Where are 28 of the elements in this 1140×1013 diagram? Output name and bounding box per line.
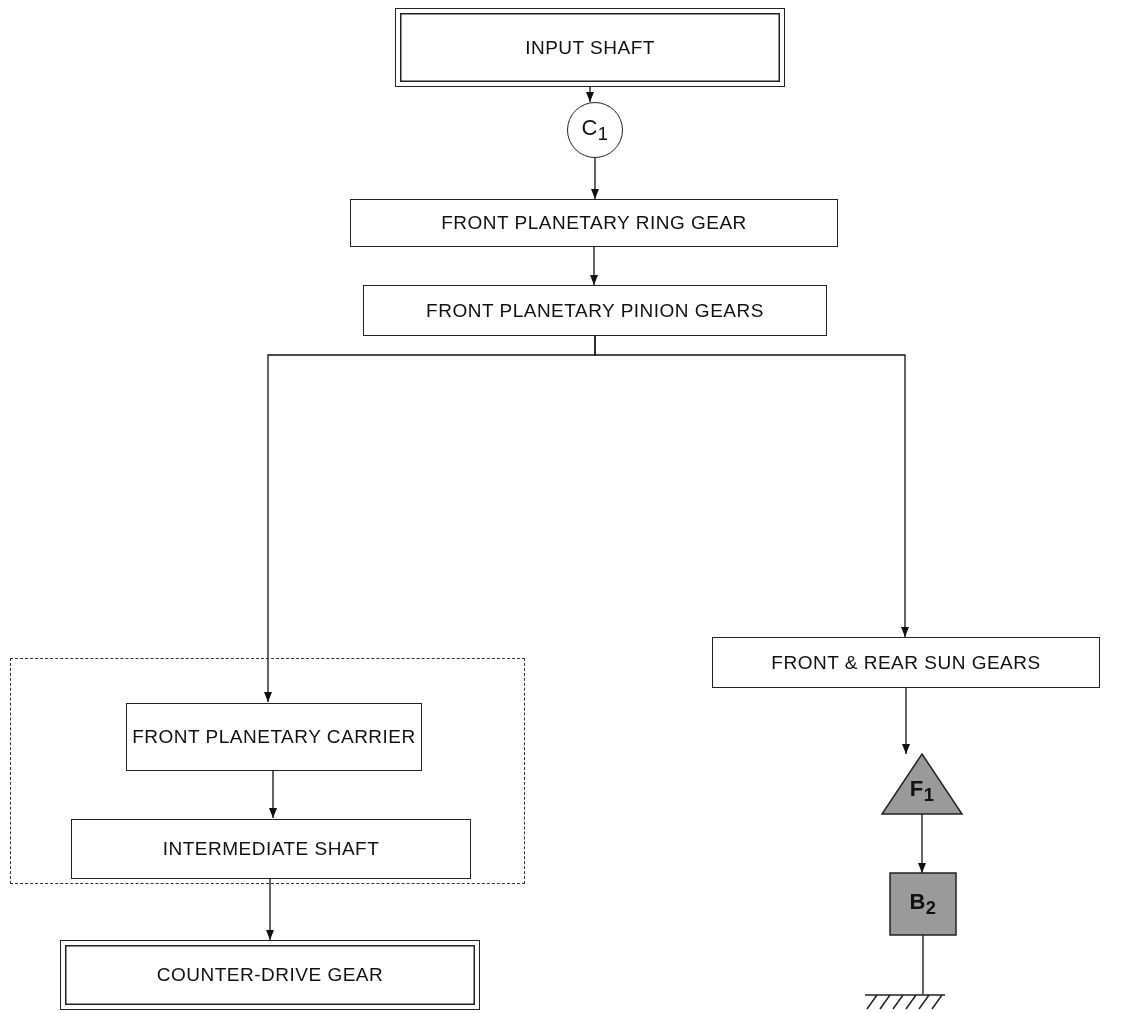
- node-label: FRONT PLANETARY PINION GEARS: [426, 298, 764, 323]
- process-box: [126, 703, 422, 771]
- process-box: [712, 637, 1100, 688]
- process-box: [60, 940, 480, 1010]
- node-label: INTERMEDIATE SHAFT: [162, 837, 380, 862]
- node-label: FRONT & REAR SUN GEARS: [771, 650, 1041, 675]
- arrow: [586, 86, 594, 103]
- process-box: [363, 285, 827, 336]
- node-label: FRONT PLANETARY RING GEAR: [441, 211, 747, 236]
- process-box: [395, 8, 785, 87]
- node-label: C$_{1}$: [581, 113, 609, 147]
- node-label: F$_{1}$: [909, 774, 935, 808]
- arrow: [590, 246, 598, 286]
- process-box: [71, 819, 471, 879]
- arrow: [918, 813, 926, 874]
- dashed-group-box: [10, 658, 525, 884]
- node-label: COUNTER-DRIVE GEAR: [156, 963, 384, 988]
- arrow: [266, 877, 274, 941]
- arrow: [594, 335, 909, 638]
- node-label: FRONT PLANETARY CARRIER: [132, 725, 416, 750]
- arrow: [902, 687, 910, 755]
- node-label: B$_{2}$: [909, 887, 937, 921]
- clutch-circle: [567, 102, 623, 158]
- node-label: INPUT SHAFT: [525, 35, 655, 60]
- process-box: [350, 199, 838, 247]
- arrow: [591, 157, 599, 200]
- connector-line: [922, 934, 924, 995]
- arrow: [269, 769, 277, 819]
